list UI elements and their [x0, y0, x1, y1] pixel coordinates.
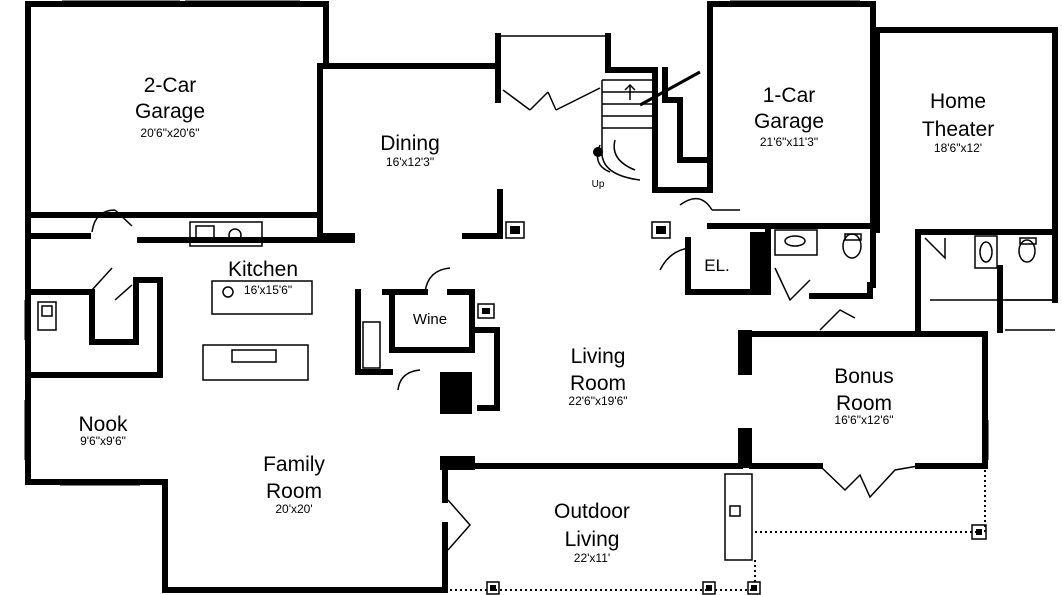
family-dims: 20'x20' — [275, 502, 312, 516]
home-theater — [874, 27, 1058, 303]
living-outdoor-walls — [445, 330, 987, 595]
kitchen-name: Kitchen — [228, 258, 298, 281]
theater-name-1: Home — [930, 90, 986, 113]
garage1-name-2: Garage — [754, 110, 824, 133]
elevator: EL. — [659, 229, 771, 295]
wine-name: Wine — [413, 311, 447, 328]
outdoor-name-1: Outdoor — [554, 500, 630, 523]
bonus-dims: 16'6"x12'6" — [834, 413, 893, 427]
dining-name: Dining — [380, 132, 440, 155]
garage1-name-1: 1-Car — [763, 84, 816, 107]
family-room — [162, 456, 475, 593]
garage-2-car — [25, 0, 329, 239]
kitchen — [137, 189, 503, 381]
outdoor-dims: 22'x11' — [574, 551, 610, 565]
family-name-2: Room — [266, 480, 322, 503]
columns — [505, 221, 671, 239]
family-name-1: Family — [263, 453, 325, 476]
living-name-2: Room — [570, 372, 626, 395]
dining-walls — [317, 33, 608, 239]
bonus-name-2: Room — [836, 392, 892, 415]
bathrooms — [774, 229, 1055, 333]
theater-name-2: Theater — [922, 118, 994, 141]
garage2-name-2: Garage — [135, 100, 205, 123]
garage-1-car — [679, 0, 876, 288]
bonus-name-1: Bonus — [834, 365, 894, 388]
elevator-label: EL. — [704, 256, 730, 275]
living-dims: 22'6"x19'6" — [568, 394, 627, 408]
nook — [24, 209, 168, 593]
garage2-dims: 20'6"x20'6" — [140, 126, 199, 140]
garage2-name-1: 2-Car — [144, 74, 197, 97]
theater-dims: 18'6"x12' — [934, 141, 982, 155]
staircase: Up — [592, 33, 713, 193]
kitchen-dims: 16'x15'6" — [244, 283, 292, 297]
bonus-room — [749, 229, 989, 499]
wine-room — [355, 267, 500, 414]
nook-name: Nook — [78, 413, 128, 436]
garage1-dims: 21'6"x11'3" — [760, 135, 818, 149]
dining-dims: 16'x12'3" — [386, 155, 434, 169]
nook-dims: 9'6"x9'6" — [80, 434, 126, 448]
living-name-1: Living — [571, 345, 626, 368]
outdoor-name-2: Living — [565, 528, 620, 551]
stairs-up-label: Up — [592, 179, 605, 190]
